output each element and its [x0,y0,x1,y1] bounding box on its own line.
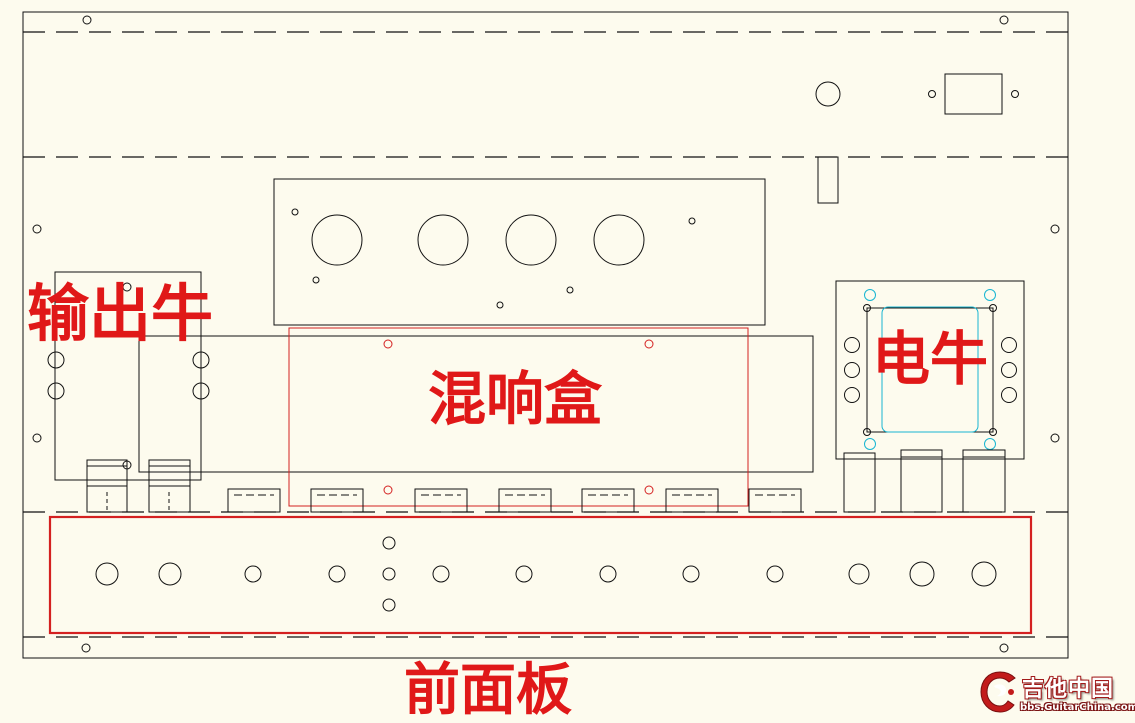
capacitor-block [962,449,1006,513]
mounting-holes [32,15,1060,653]
bell-mount-hole [864,438,876,450]
switch-hole [848,563,870,585]
screw-hole [688,217,696,225]
screw-hole [312,276,320,284]
transformer-mount-hole [1001,337,1017,353]
screw-hole [496,301,504,309]
tube-board [273,178,766,326]
bell-mount-hole [864,289,876,301]
front-panel-highlight [48,515,1033,635]
pot-hole [599,565,617,583]
guitar-logo-icon [980,671,1016,713]
mounting-hole [32,433,42,443]
output-transformer [47,271,210,481]
mounting-hole [1050,433,1060,443]
pot-hole [515,565,533,583]
switch-hole [382,567,396,581]
jack-hole [158,562,182,586]
reverb-screw-hole [644,485,654,495]
reverb-screw-hole [383,339,393,349]
screw-hole [863,304,871,312]
power-transformer-bell [881,306,979,433]
transformer-mount-hole [844,387,860,403]
watermark-url: bbs.GuitarChina.com [1020,702,1135,713]
jack-hole [95,562,119,586]
input-jack [148,459,191,513]
front-panel-holes [95,536,997,612]
capacitor-block [843,452,876,513]
input-jack [86,459,128,513]
mounting-hole [999,643,1009,653]
pot-hole [766,565,784,583]
pot-body [227,488,281,513]
watermark-title: 吉他中国 [1022,677,1115,702]
output-transformer-outline [54,271,202,481]
tube-socket-hole [417,214,469,266]
front-panel-label: 前面板 [404,658,572,723]
iec-screw-hole [928,90,936,98]
watermark: 吉他中国 bbs.GuitarChina.com [978,668,1135,718]
screw-hole [122,282,132,292]
tube-socket-hole [593,214,645,266]
rear-jack-hole [815,81,841,107]
bell-mount-hole [984,289,996,301]
switch-hole [382,536,396,550]
pot-hole [328,565,346,583]
transformer-mount-hole [192,351,210,369]
power-transformer-label: 电牛 [872,325,989,393]
bell-mount-hole [984,438,996,450]
pot-body [665,488,719,513]
mounting-hole [999,15,1009,25]
power-switch-hole [971,561,997,587]
pot-hole [432,565,450,583]
transformer-mount-hole [1001,362,1017,378]
power-transformer [835,280,1025,460]
output-transformer-label: 输出牛 [27,277,214,350]
mounting-hole [81,643,91,653]
transformer-mount-hole [1001,387,1017,403]
fuse-holder-cutout [817,156,839,204]
mounting-hole [82,15,92,25]
reverb-tank-outline [138,335,814,473]
screw-hole [291,208,299,216]
chassis-outline [22,11,1069,659]
reverb-screw-hole [644,339,654,349]
transformer-mount-hole [192,382,210,400]
jewel-light-hole [909,561,935,587]
pot-body [748,488,802,513]
pot-body [498,488,552,513]
tube-board-outline [273,178,766,326]
tube-socket-hole [505,214,557,266]
pot-body [310,488,364,513]
screw-hole [566,286,574,294]
transformer-mount-hole [47,351,65,369]
capacitor-block [900,449,943,513]
pot-body [581,488,635,513]
pot-hole [244,565,262,583]
reverb-screw-hole [383,485,393,495]
power-transformer-outline [835,280,1025,460]
pot-bodies [227,488,802,513]
iec-screw-hole [1011,90,1019,98]
iec-inlet-cutout [944,73,1003,115]
mounting-hole [32,224,42,234]
switch-hole [382,598,396,612]
mounting-hole [1050,224,1060,234]
transformer-mount-hole [844,362,860,378]
screw-hole [989,304,997,312]
screw-hole [989,428,997,436]
reverb-tank-label: 混响盒 [428,365,603,433]
pot-hole [682,565,700,583]
screw-hole [863,428,871,436]
reverb-highlight-box [288,327,749,507]
transformer-mount-hole [844,337,860,353]
transformer-mount-hole [47,382,65,400]
pot-body [414,488,468,513]
tube-socket-hole [311,214,363,266]
